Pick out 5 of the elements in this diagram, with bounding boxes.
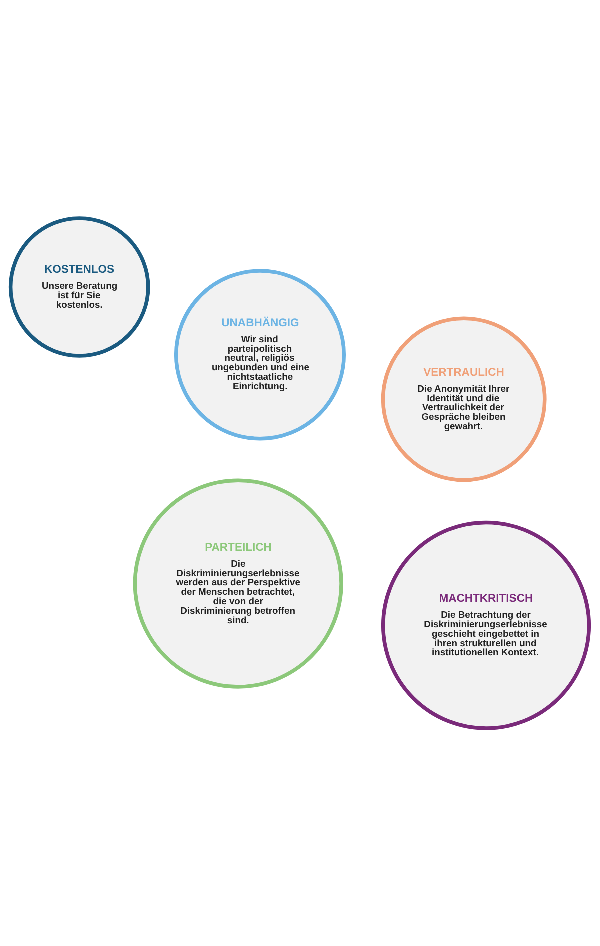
- node-circle: VERTRAULICH Die Anonymität Ihrer Identität und die Vertraulichkeit der Gespräche bleiben gewahrt.: [381, 316, 547, 482]
- node-circle: PARTEILICH Die Diskriminierungserlebnisse werden aus der Perspektive der Menschen betrachtet, die von der Diskriminierung betroffen sind.: [133, 478, 344, 688]
- node-circle: KOSTENLOS Unsere Beratung ist für Sie kostenlos.: [8, 216, 150, 358]
- node-circle: UNABHÄNGIG Wir sind parteipolitisch neutral, religiös ungebunden und eine nichtstaatliche Einrichtung.: [174, 268, 346, 440]
- node-circle: MACHTKRITISCH Die Betrachtung der Diskriminierungserlebnisse geschieht eingebettet in ihren strukturellen und institutionellen Kontext.: [381, 520, 592, 730]
